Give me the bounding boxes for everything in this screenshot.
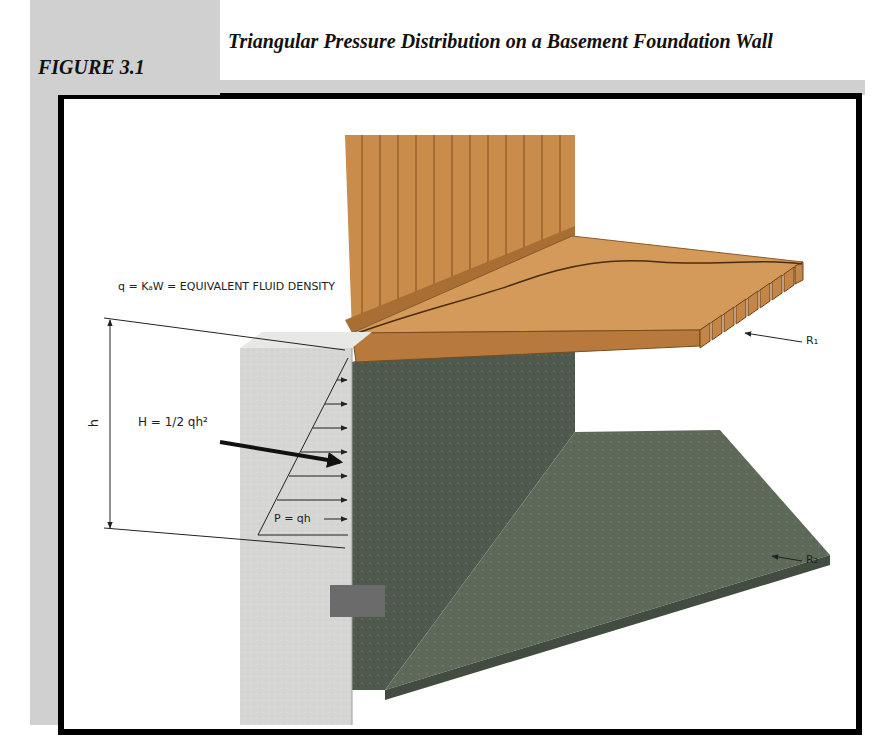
wall-edge bbox=[352, 348, 353, 725]
header-band bbox=[30, 0, 220, 95]
side-band bbox=[30, 95, 58, 725]
leader-line bbox=[772, 556, 802, 561]
pressure-diagram bbox=[258, 358, 348, 535]
foundation-wall bbox=[240, 348, 352, 725]
frame bbox=[61, 96, 859, 732]
figure-title: Triangular Pressure Distribution on a Ba… bbox=[228, 30, 803, 52]
dimension-line bbox=[104, 318, 345, 548]
slab bbox=[385, 430, 830, 690]
resultant-label: H = 1/2 qh² bbox=[138, 415, 208, 429]
crack bbox=[352, 261, 802, 335]
figure-number-box: FIGURE 3.1 bbox=[30, 0, 220, 95]
dimension-label: h bbox=[87, 419, 101, 427]
formula-note: q = KₐW = EQUIVALENT FLUID DENSITY bbox=[118, 280, 335, 294]
joist-ends bbox=[700, 262, 803, 348]
subfloor bbox=[352, 236, 803, 333]
resultant-arrow bbox=[220, 442, 340, 462]
footing bbox=[330, 585, 385, 617]
leader-line bbox=[745, 333, 802, 342]
header-band bbox=[220, 80, 865, 95]
reaction-label: R₂ bbox=[806, 553, 818, 567]
pressure-label: P = qh bbox=[272, 512, 313, 526]
slab-edge bbox=[385, 555, 830, 700]
floor-joists bbox=[352, 330, 700, 362]
wall-top bbox=[240, 332, 372, 348]
reaction-label: R₁ bbox=[806, 334, 818, 348]
figure-number: FIGURE 3.1 bbox=[38, 56, 220, 79]
